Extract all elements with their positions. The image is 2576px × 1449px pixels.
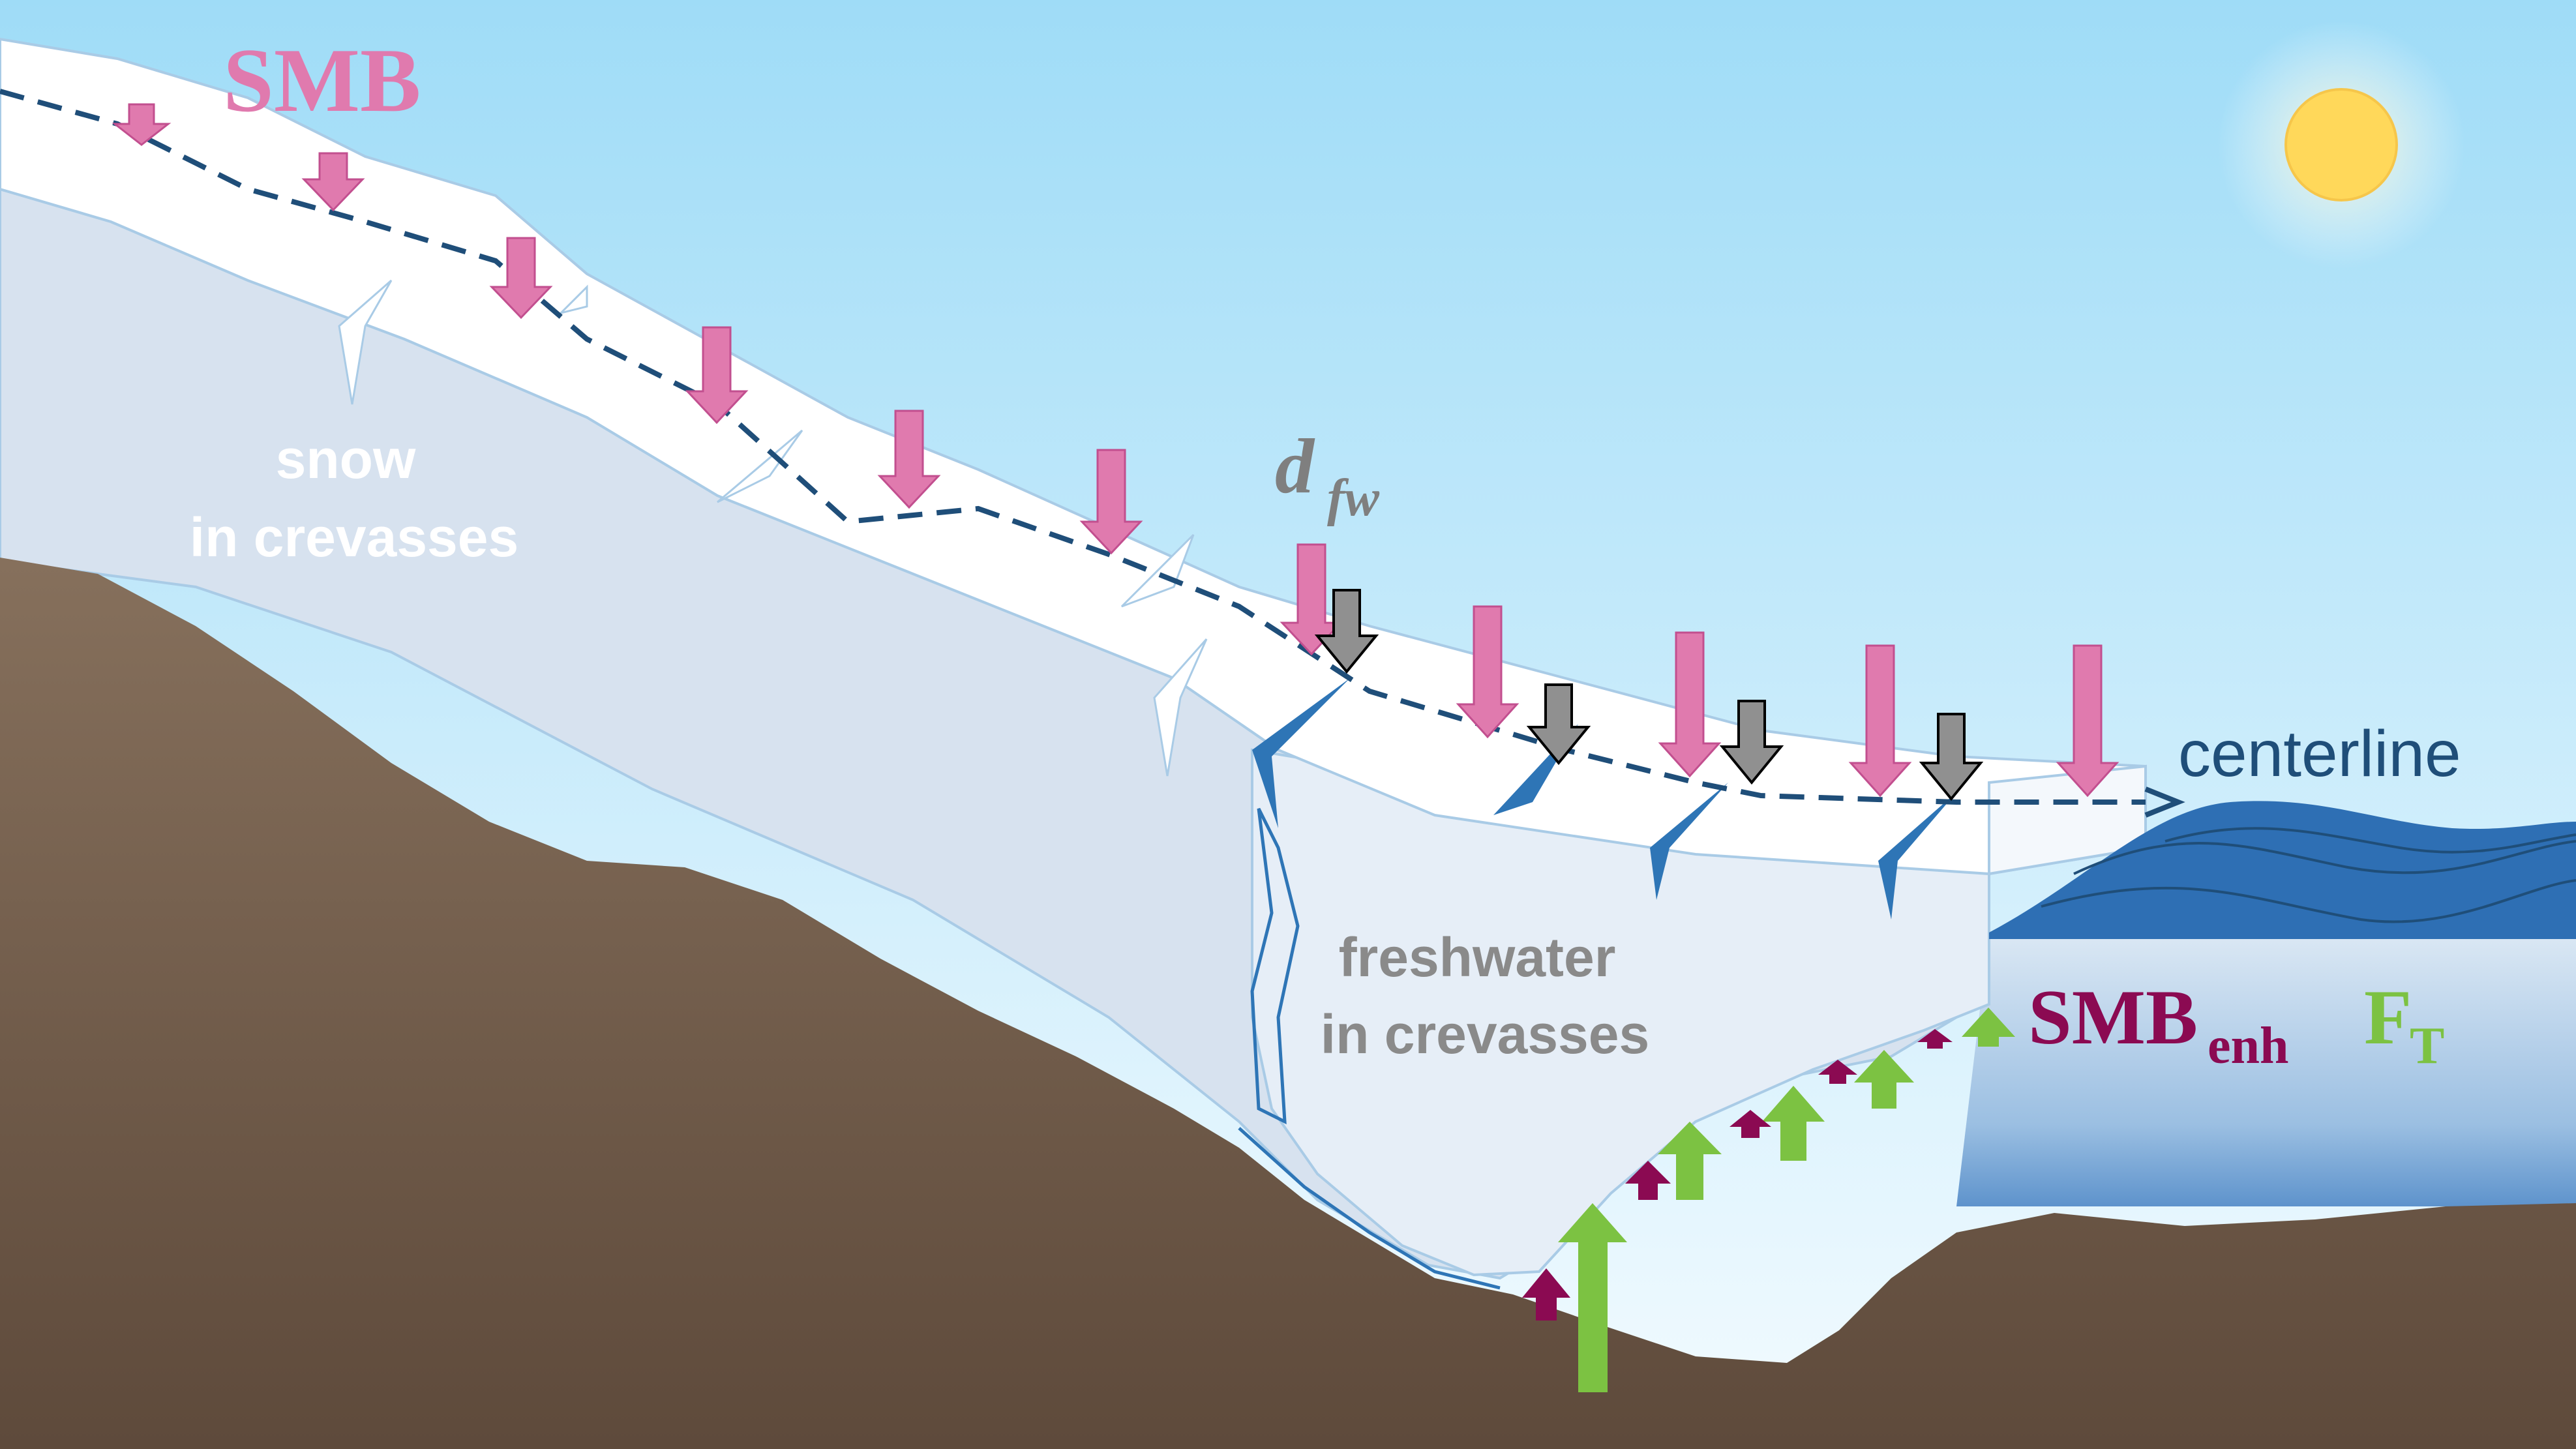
smb-arrow (489, 237, 553, 320)
smb-arrow (1456, 605, 1520, 739)
sun-icon (2217, 21, 2465, 269)
smb-enh-label-sub: enh (2208, 1017, 2289, 1075)
freshwater-label-line1: freshwater (1339, 927, 1616, 988)
smb-arrow (877, 410, 941, 509)
smb-enh-arrow (1625, 1161, 1671, 1200)
ft-arrow (1658, 1122, 1722, 1200)
smb-enh-arrow (1917, 1029, 1953, 1049)
ocean-waves (1989, 801, 2576, 939)
ice-end-face (1988, 764, 2147, 876)
smb-arrow (1658, 631, 1722, 778)
smb-enh-label: SMB enh (2028, 974, 2289, 1075)
smb-enh-arrow (1522, 1268, 1570, 1321)
bed-water-outline (1238, 1127, 1501, 1290)
centerline-label: centerline (2178, 717, 2461, 790)
ft-label-sub: T (2410, 1017, 2444, 1075)
smb-arrow (1079, 449, 1143, 555)
dfw-arrow (1314, 589, 1379, 674)
smb-arrow (112, 103, 172, 146)
ft-arrow (1854, 1050, 1914, 1109)
smb-label: SMB (223, 30, 421, 131)
ft-label: F T (2364, 974, 2444, 1075)
dfw-label-main: d (1275, 423, 1315, 509)
ft-arrows (1558, 1008, 2015, 1392)
centerline-path (0, 89, 2185, 818)
dfw-label: d fw (1275, 423, 1380, 527)
dfw-label-sub: fw (1327, 470, 1380, 527)
snow-crevasses-label-line2: in crevasses (190, 507, 518, 568)
freshwater-label-line2: in crevasses (1321, 1004, 1649, 1065)
smb-enh-label-main: SMB (2028, 974, 2198, 1060)
ft-arrow (1762, 1086, 1825, 1161)
smb-arrow (2056, 644, 2119, 798)
smb-arrow (685, 326, 749, 425)
ft-arrow (1558, 1203, 1627, 1392)
snow-crevasses (338, 279, 1208, 777)
dfw-arrow (1526, 683, 1591, 766)
bedrock (0, 558, 2576, 1449)
ice-surface (0, 37, 2147, 876)
smb-arrow (301, 152, 365, 212)
smb-arrow (1848, 644, 1912, 798)
ocean (1956, 933, 2576, 1206)
smb-arrows (112, 103, 2119, 798)
ft-arrow (1962, 1008, 2015, 1047)
snow-crevasses-label-line1: snow (276, 428, 416, 490)
dfw-arrow (1719, 700, 1784, 785)
smb-enh-arrow (1730, 1110, 1771, 1138)
dfw-arrow (1919, 713, 1984, 801)
smb-enh-arrow (1818, 1060, 1857, 1084)
ft-label-main: F (2364, 974, 2412, 1060)
dfw-arrows (1314, 589, 1984, 801)
smb-enh-arrows (1522, 1029, 1953, 1321)
